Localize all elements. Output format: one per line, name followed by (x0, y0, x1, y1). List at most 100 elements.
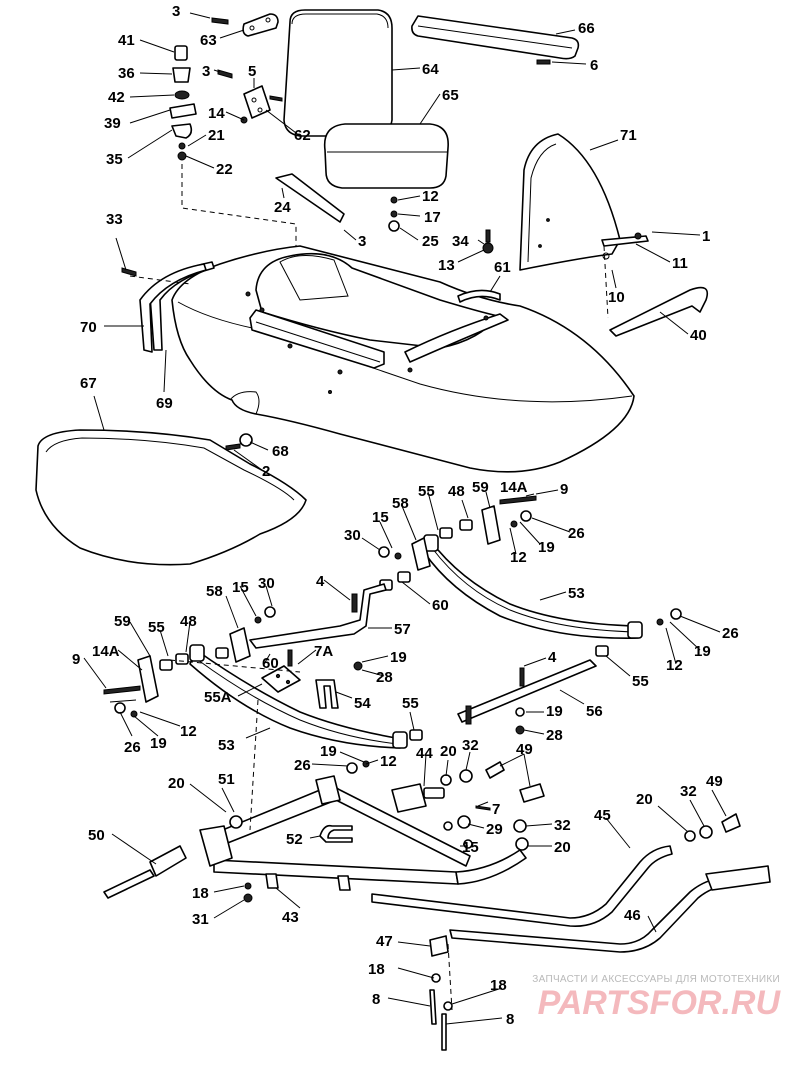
callout-label: 58 (206, 583, 223, 600)
callout-label: 19 (694, 643, 711, 660)
windscreen (519, 133, 621, 271)
callout-label: 13 (438, 257, 455, 274)
callout-label: 3 (358, 233, 366, 250)
callout-label: 55 (402, 695, 419, 712)
callout-label: 18 (490, 977, 507, 994)
callout-label: 48 (448, 483, 465, 500)
callout-label: 65 (442, 87, 459, 104)
callout-label: 29 (486, 821, 503, 838)
callout-label: 3 (172, 3, 180, 20)
callout-label: 12 (510, 549, 527, 566)
callout-label: 66 (578, 20, 595, 37)
watermark-tagline: ЗАПЧАСТИ И АКСЕССУАРЫ ДЛЯ МОТОТЕХНИКИ (532, 974, 780, 985)
bracket-63 (242, 13, 279, 37)
callout-label: 39 (104, 115, 121, 132)
callout-label: 6 (590, 57, 598, 74)
callout-label: 43 (282, 909, 299, 926)
callout-label: 14A (500, 479, 528, 496)
bracket-62 (243, 85, 271, 119)
axle-rod-57 (249, 583, 387, 671)
callout-label: 31 (192, 911, 209, 928)
callout-label: 12 (666, 657, 683, 674)
watermark: ЗАПЧАСТИ И АКСЕССУАРЫ ДЛЯ МОТОТЕХНИКИ PA… (460, 974, 780, 1021)
callout-label: 30 (258, 575, 275, 592)
callout-label: 21 (208, 127, 225, 144)
callout-label: 32 (462, 737, 479, 754)
callout-label: 35 (106, 151, 123, 168)
callout-label: 12 (180, 723, 197, 740)
callout-label: 20 (440, 743, 457, 760)
callout-label: 55 (418, 483, 435, 500)
callout-label: 10 (608, 289, 625, 306)
leader-lines (83, 12, 727, 1025)
armrest-pad (411, 15, 580, 60)
body-mount-hardware (225, 196, 494, 451)
callout-label: 64 (422, 61, 439, 78)
u-bolt-54 (315, 679, 339, 709)
u-bolt-52 (319, 824, 353, 843)
callout-label: 34 (452, 233, 469, 250)
callout-label: 60 (432, 597, 449, 614)
callout-label: 28 (546, 727, 563, 744)
callout-label: 71 (620, 127, 637, 144)
callout-label: 17 (424, 209, 441, 226)
callout-label: 62 (294, 127, 311, 144)
frame (199, 775, 527, 903)
callout-label: 28 (376, 669, 393, 686)
callout-label: 15 (232, 579, 249, 596)
callout-label: 20 (636, 791, 653, 808)
callout-label: 1 (702, 228, 710, 245)
assembly-guide-lines (129, 164, 609, 1011)
callout-label: 55 (632, 673, 649, 690)
callout-label: 48 (180, 613, 197, 630)
callout-label: 26 (124, 739, 141, 756)
callout-label: 8 (372, 991, 380, 1008)
callout-label: 61 (494, 259, 511, 276)
callout-label: 54 (354, 695, 371, 712)
callout-label: 57 (394, 621, 411, 638)
leaf-spring-right (423, 534, 643, 639)
callout-label: 53 (568, 585, 585, 602)
windscreen-brace-40 (601, 232, 709, 337)
floor-panel (35, 429, 307, 566)
callout-label: 68 (272, 443, 289, 460)
backrest-pad (283, 9, 393, 137)
callout-label: 67 (80, 375, 97, 392)
callout-label: 24 (274, 199, 291, 216)
callout-label: 49 (706, 773, 723, 790)
arm-hardware (429, 813, 741, 1051)
callout-label: 18 (192, 885, 209, 902)
mount-arm-45 (371, 845, 673, 928)
callout-label: 26 (722, 625, 739, 642)
callout-label: 22 (216, 161, 233, 178)
callout-label: 63 (200, 32, 217, 49)
callout-label: 42 (108, 89, 125, 106)
callout-label: 53 (218, 737, 235, 754)
callout-label: 46 (624, 907, 641, 924)
callout-label: 55 (148, 619, 165, 636)
callout-label: 45 (594, 807, 611, 824)
frame-fittings (229, 761, 545, 851)
seat-cushion (323, 123, 449, 189)
callout-label: 19 (320, 743, 337, 760)
callout-label: 19 (150, 735, 167, 752)
callout-label: 18 (368, 961, 385, 978)
hardware-top-left (169, 17, 551, 161)
callout-label: 14 (208, 105, 225, 122)
callout-label: 15 (462, 839, 479, 856)
callout-label: 20 (554, 839, 571, 856)
callout-labels: 3 63 66 64 6 41 36 42 39 35 3 5 14 21 22… (72, 3, 739, 1028)
axle-rod-56 (457, 659, 597, 735)
callout-label: 50 (88, 827, 105, 844)
callout-label: 26 (568, 525, 585, 542)
grab-handle-61 (457, 289, 501, 303)
callout-label: 2 (262, 463, 270, 480)
callout-label: 47 (376, 933, 393, 950)
callout-label: 5 (248, 63, 256, 80)
callout-label: 14A (92, 643, 120, 660)
stub-axle-50 (103, 845, 187, 899)
callout-label: 25 (422, 233, 439, 250)
callout-label: 56 (586, 703, 603, 720)
callout-label: 44 (416, 745, 433, 762)
